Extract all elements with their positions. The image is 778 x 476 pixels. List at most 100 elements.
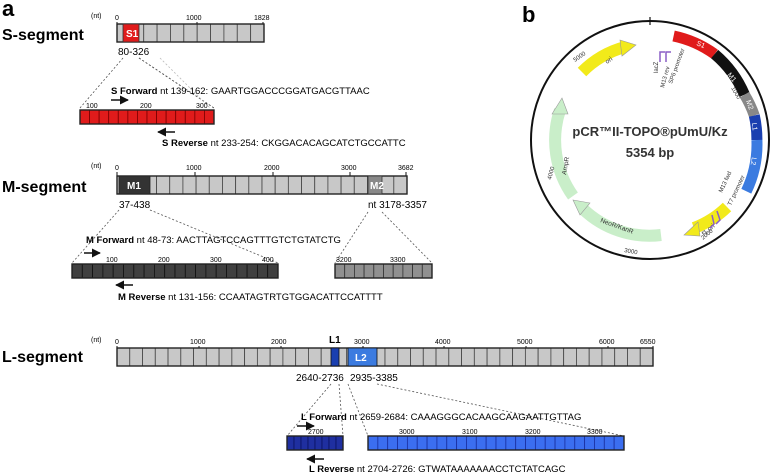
s-zoom-guide-far: [159, 57, 211, 109]
l-tick-2000: 2000: [271, 339, 287, 346]
s-tick-1828: 1828: [254, 15, 270, 22]
l2-zoom-cell: [397, 435, 408, 451]
svg-text:L Forward nt 2659-2684: CAAAGG: L Forward nt 2659-2684: CAAAGGGCACAAGCAA…: [301, 412, 581, 423]
l2-range: 2935-3385: [350, 373, 398, 384]
l-segment-cell: [627, 347, 641, 367]
l-segment-cell: [384, 347, 399, 367]
m1-zoom-cell: [92, 263, 104, 279]
l2-zoom-cell: [446, 435, 458, 451]
m1-zoom-cell: [195, 263, 207, 279]
l1-zoom-cell: [328, 435, 337, 451]
l-segment-cell: [167, 347, 182, 367]
s-tick-0: 0: [115, 15, 119, 22]
plasmid-m13rev-label: M13 rev: [660, 66, 671, 89]
m2-zoom-bar: [334, 263, 433, 279]
l1-zoom-cell: [286, 435, 295, 451]
l-segment-cell: [550, 347, 565, 367]
l-segment-cell: [601, 347, 616, 367]
m2-zoom-cell: [392, 263, 404, 279]
m-forward-pos: nt 48-73:: [137, 235, 175, 246]
m2-zoom-cell: [334, 263, 346, 279]
m1-region-label: M1: [127, 181, 141, 192]
m1-zoom-cell: [236, 263, 248, 279]
s-reverse-seq: CKGGACACAGCATCTGCCATTC: [261, 138, 405, 149]
l-tick-3000: 3000: [354, 339, 370, 346]
s-zoom-tick-100: 100: [86, 103, 98, 110]
l-reverse-pos: nt 2704-2726:: [357, 464, 416, 475]
m2-zoom-guide-right: [381, 211, 433, 264]
s-segment-cell: [236, 23, 252, 43]
m-segment-cell: [222, 175, 237, 195]
l2-zoom-cell: [515, 435, 526, 451]
m1-zoom-cell: [81, 263, 94, 279]
svg-text:M Reverse nt 131-156: CCAATAGT: M Reverse nt 131-156: CCAATAGTRTGTGGACAT…: [118, 292, 383, 303]
m-segment-cell: [182, 175, 197, 195]
s-zoom-cell: [204, 109, 215, 125]
s-segment-bar: [116, 23, 265, 43]
s-segment-cell: [250, 23, 265, 43]
s-forward-seq: GAARTGGACCCGGATGACGTTAAC: [211, 86, 370, 97]
s-zoom-tick-200: 200: [140, 103, 152, 110]
m1-zoom-cell: [123, 263, 135, 279]
l-tick-6550: 6550: [640, 339, 656, 346]
l-segment-cell: [142, 347, 156, 367]
s-reverse-primer: S Reverse nt 233-254: CKGGACACAGCATCTGCC…: [157, 127, 406, 149]
l-segment-cell: [524, 347, 539, 367]
l1-zoom-cell: [307, 435, 316, 451]
m-reverse-primer: M Reverse nt 131-156: CCAATAGTRTGTGGACAT…: [115, 280, 383, 303]
plasmid-tick-4000: 4000: [547, 165, 556, 180]
s-zoom-outline: [79, 109, 215, 125]
s-zoom-cell: [89, 109, 100, 125]
s-segment-label: S-segment: [2, 27, 84, 44]
l2-region: [347, 347, 378, 367]
s-segment-cell: [223, 23, 238, 43]
s1-range: 80-326: [118, 47, 150, 58]
l1-zoom-outline: [286, 435, 344, 451]
l-segment-cell: [435, 347, 450, 367]
m-tick-2000: 2000: [264, 165, 280, 172]
plasmid-ampr-arc: [549, 108, 578, 200]
l2-zoom-cell: [456, 435, 467, 451]
s-zoom-bar: [79, 109, 215, 125]
l-segment-cell: [486, 347, 501, 367]
s-zoom-cell: [108, 109, 119, 125]
l1-zoom-cell: [314, 435, 323, 451]
m2-zoom-cell: [383, 263, 394, 279]
l-forward-name: L Forward: [301, 412, 347, 423]
l-tick-4000: 4000: [435, 339, 451, 346]
m1-region: [118, 175, 151, 195]
m-segment-cell: [327, 175, 342, 195]
l-segment-cell: [231, 347, 246, 367]
s-segment-cell: [183, 23, 198, 43]
m2-zoom-cell: [353, 263, 365, 279]
m1-zoom-guide-right: [149, 209, 279, 264]
s-zoom-cell: [137, 109, 148, 125]
s-zoom-cell: [175, 109, 186, 125]
m-segment-cell: [235, 175, 250, 195]
plasmid-m1-label: M1: [725, 72, 737, 84]
m2-zoom-cell: [373, 263, 384, 279]
m1-zoom-outline: [71, 263, 279, 279]
plasmid-m13fwd-label: M13 fwd: [718, 171, 733, 194]
l-reverse-primer: L Reverse nt 2704-2726: GTWATAAAAAAACCTC…: [306, 454, 566, 475]
m-forward-primer: M Forward nt 48-73: AACTTAGTCCAGTTTGTCTG…: [84, 235, 341, 258]
l-segment-cell: [639, 347, 654, 367]
l-reverse-name: L Reverse: [309, 464, 354, 475]
m1-zoom-cell: [226, 263, 238, 279]
l-segment-cell: [448, 347, 462, 367]
m2-zoom-cell: [421, 263, 433, 279]
l1-zoom-cell: [293, 435, 302, 451]
l2-zoom-cell: [554, 435, 566, 451]
svg-text:L Reverse nt 2704-2726: GTWATA: L Reverse nt 2704-2726: GTWATAAAAAAACCTC…: [309, 464, 566, 475]
plasmid-sp6-label: SP6 promoter: [668, 48, 686, 85]
l2-zoom-cell: [377, 435, 389, 451]
l1-zoom-bar: [286, 435, 344, 451]
l-segment-cell: [256, 347, 271, 367]
s-segment-outline: [116, 23, 265, 43]
m2-zoom-cell: [412, 263, 423, 279]
s-zoom-cell: [117, 109, 129, 125]
s-zoom-cell: [184, 109, 196, 125]
m-segment-outline: [116, 175, 408, 195]
l-segment-cell: [308, 347, 322, 367]
